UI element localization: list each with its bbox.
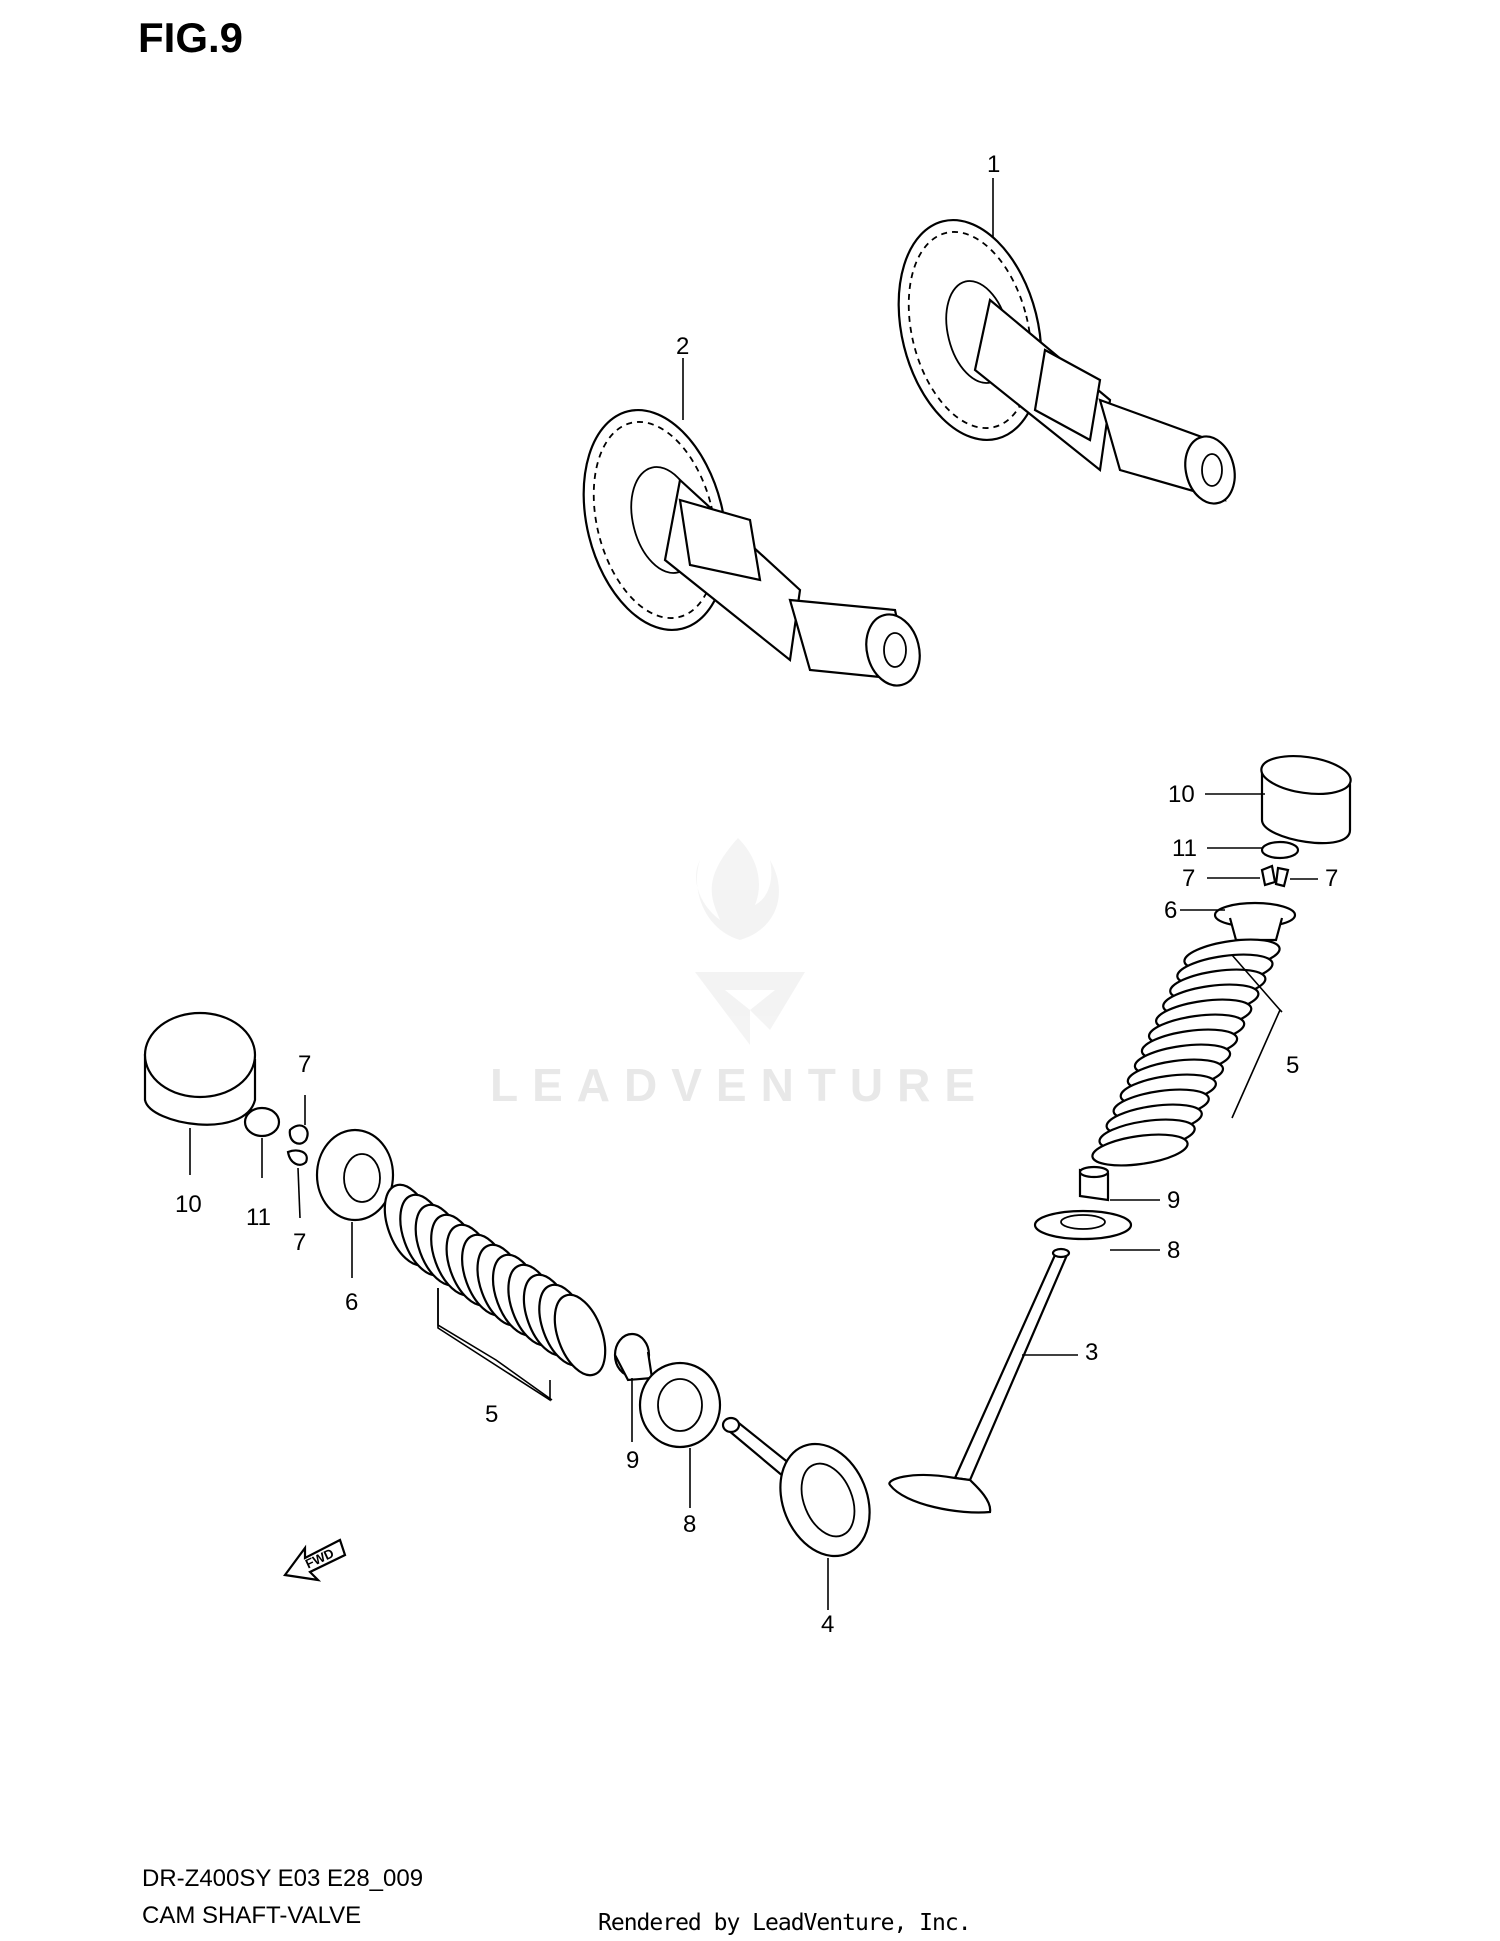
callout-11-left: 11 (246, 1204, 271, 1231)
callout-7-left-top: 7 (298, 1051, 311, 1078)
model-code: DR-Z400SY E03 E28_009 (142, 1865, 424, 1892)
shim-11-right (1260, 840, 1300, 860)
figure-title: FIG.9 (138, 14, 244, 61)
spring-seat-8-right (1033, 1209, 1133, 1241)
callouts: 1 2 3 4 5 5 6 6 7 7 7 7 8 8 9 9 10 10 11… (175, 151, 1338, 1638)
callout-4: 4 (821, 1611, 834, 1638)
camshaft-1-part (897, 218, 1236, 505)
retainer-6-right (1213, 901, 1297, 942)
cotter-7-left (286, 1124, 309, 1166)
watermark-logo (695, 838, 805, 1045)
callout-2: 2 (676, 333, 689, 360)
leader-lines (189, 178, 1318, 1610)
diagram-caption: CAM SHAFT-VALVE (142, 1902, 362, 1929)
callout-9-right: 9 (1167, 1187, 1180, 1214)
callout-10-right: 10 (1168, 781, 1195, 808)
spring-seal-9-left (613, 1332, 654, 1382)
callout-10-left: 10 (175, 1191, 202, 1218)
callout-8-left: 8 (683, 1511, 696, 1538)
callout-6-right: 6 (1164, 897, 1177, 924)
spring-5-left (383, 1183, 607, 1377)
spring-seal-9-right (1078, 1165, 1110, 1202)
callout-5-left: 5 (485, 1401, 498, 1428)
tappet-10-right (1260, 755, 1352, 845)
callout-3: 3 (1085, 1339, 1098, 1366)
cotter-7-right (1260, 864, 1290, 888)
callout-8-right: 8 (1167, 1237, 1180, 1264)
callout-7-left-bottom: 7 (293, 1229, 306, 1256)
retainer-6-left (315, 1128, 395, 1222)
spring-5-right (1091, 938, 1281, 1167)
callout-1: 1 (987, 151, 1000, 178)
spring-coil (1091, 1133, 1189, 1167)
callout-5-right: 5 (1286, 1052, 1299, 1079)
rendered-by-credit: Rendered by LeadVenture, Inc. (598, 1910, 972, 1936)
spring-seat-8-left (638, 1361, 722, 1449)
valve-4-part (721, 1416, 871, 1558)
fwd-arrow-icon: FWD (283, 1538, 347, 1582)
callout-9-left: 9 (626, 1447, 639, 1474)
callout-7-right-b: 7 (1325, 865, 1338, 892)
camshaft-2-part (582, 408, 921, 687)
spring-coil (553, 1293, 607, 1377)
tappet-10-left (143, 1011, 257, 1126)
callout-7-right-a: 7 (1182, 865, 1195, 892)
watermark-text: LEADVENTURE (490, 1059, 990, 1111)
valve-3-part (888, 1247, 1071, 1514)
shim-11-left (243, 1106, 281, 1138)
callout-6-left: 6 (345, 1289, 358, 1316)
callout-11-right: 11 (1172, 835, 1197, 862)
